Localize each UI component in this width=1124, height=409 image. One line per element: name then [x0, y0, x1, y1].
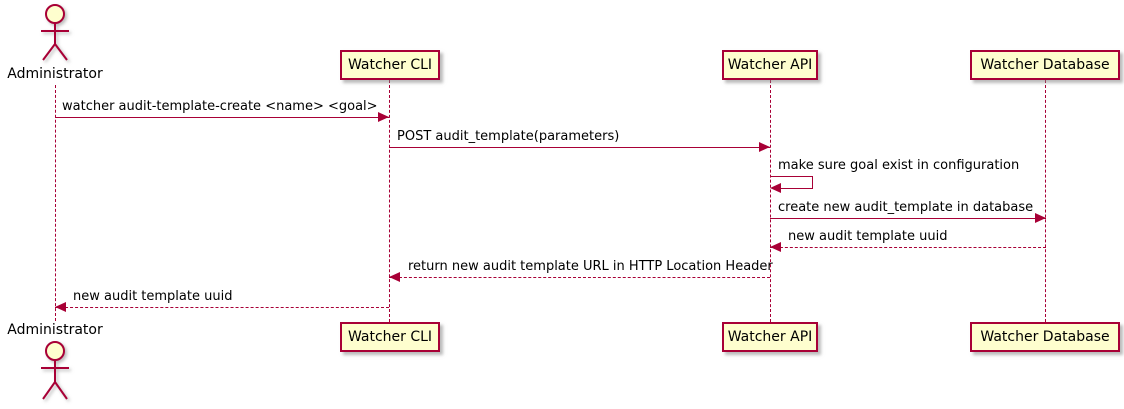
participant-label-watcher-cli-bottom: Watcher CLI — [347, 329, 433, 345]
message-label: create new audit_template in database — [778, 200, 1034, 215]
participant-box-watcher-api-top: Watcher API — [722, 50, 818, 80]
arrowhead-left-icon — [389, 272, 400, 282]
arrowhead-left-icon — [55, 302, 66, 312]
participant-label-watcher-database-bottom: Watcher Database — [980, 329, 1110, 345]
administrator-actor-icon — [41, 4, 69, 61]
arrowhead-left-icon — [770, 183, 781, 193]
message-line — [770, 218, 1046, 219]
participant-box-watcher-database-bottom: Watcher Database — [970, 322, 1120, 352]
message-label: make sure goal exist in configuration — [778, 158, 1020, 173]
arrowhead-left-icon — [770, 242, 781, 252]
participant-box-watcher-cli-top: Watcher CLI — [340, 50, 440, 80]
lifeline-administrator — [55, 85, 56, 321]
self-loop-bottom-line — [779, 188, 813, 189]
message-label: POST audit_template(parameters) — [397, 129, 620, 144]
participant-box-watcher-cli-bottom: Watcher CLI — [340, 322, 440, 352]
message-line — [389, 277, 770, 278]
participant-label-watcher-database-top: Watcher Database — [980, 57, 1110, 73]
actor-label-administrator-top: Administrator — [7, 66, 103, 82]
message-label: new audit template uuid — [73, 289, 233, 304]
participant-box-watcher-database-top: Watcher Database — [970, 50, 1120, 80]
participant-label-watcher-api-bottom: Watcher API — [727, 329, 813, 345]
administrator-actor-icon-bottom — [41, 341, 69, 400]
message-label: watcher audit-template-create <name> <go… — [62, 99, 378, 114]
participant-box-watcher-api-bottom: Watcher API — [722, 322, 818, 352]
message-line — [55, 117, 389, 118]
arrowhead-right-icon — [378, 112, 389, 122]
arrowhead-right-icon — [759, 142, 770, 152]
lifeline-watcher-database — [1045, 80, 1046, 322]
lifeline-watcher-cli — [389, 80, 390, 322]
arrowhead-right-icon — [1035, 213, 1046, 223]
message-label: return new audit template URL in HTTP Lo… — [408, 259, 773, 274]
message-line — [770, 247, 1046, 248]
message-label: new audit template uuid — [788, 229, 948, 244]
participant-label-watcher-api-top: Watcher API — [727, 57, 813, 73]
message-line — [55, 307, 389, 308]
message-line — [389, 147, 770, 148]
self-loop-top-line — [770, 176, 813, 177]
lifeline-watcher-api — [770, 80, 771, 322]
self-loop-right-line — [812, 176, 813, 188]
actor-label-administrator-bottom: Administrator — [7, 322, 103, 338]
participant-label-watcher-cli-top: Watcher CLI — [347, 57, 433, 73]
